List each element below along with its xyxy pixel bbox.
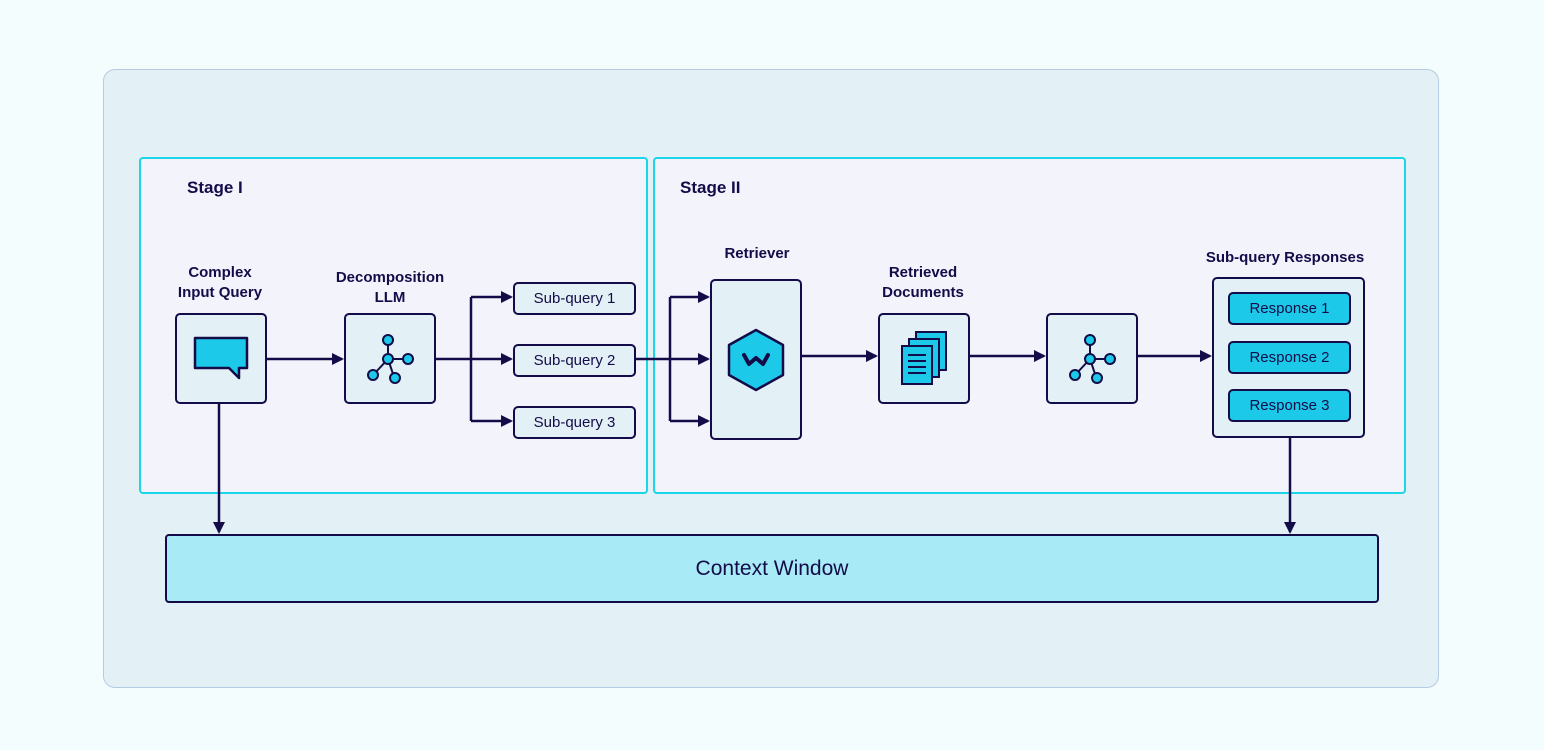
retriever-node — [710, 279, 802, 440]
subquery-3: Sub-query 3 — [513, 406, 636, 439]
decomposition-llm-node — [344, 313, 436, 404]
retrieved-documents-node — [878, 313, 970, 404]
hexagon-logo-icon — [727, 328, 785, 391]
network-icon — [367, 333, 414, 384]
stage-1-title: Stage I — [187, 178, 243, 197]
response-3: Response 3 — [1228, 389, 1351, 422]
stage-2-title: Stage II — [680, 178, 741, 197]
input-query-label: Complex Input Query — [177, 264, 263, 301]
retrieved-documents-label: Retrieved Documents — [882, 264, 964, 301]
network-icon — [1069, 333, 1116, 384]
subquery-2: Sub-query 2 — [513, 344, 636, 377]
retriever-label: Retriever — [724, 245, 790, 262]
context-window: Context Window — [165, 534, 1379, 603]
documents-icon — [901, 330, 947, 385]
response-2: Response 2 — [1228, 341, 1351, 374]
response-1: Response 1 — [1228, 292, 1351, 325]
decomposition-llm-label: Decomposition LLM — [335, 269, 445, 306]
response-llm-node — [1046, 313, 1138, 404]
input-query-node — [175, 313, 267, 404]
chat-bubble-icon — [193, 336, 249, 379]
subquery-1: Sub-query 1 — [513, 282, 636, 315]
subquery-responses-label: Sub-query Responses — [1205, 249, 1365, 266]
